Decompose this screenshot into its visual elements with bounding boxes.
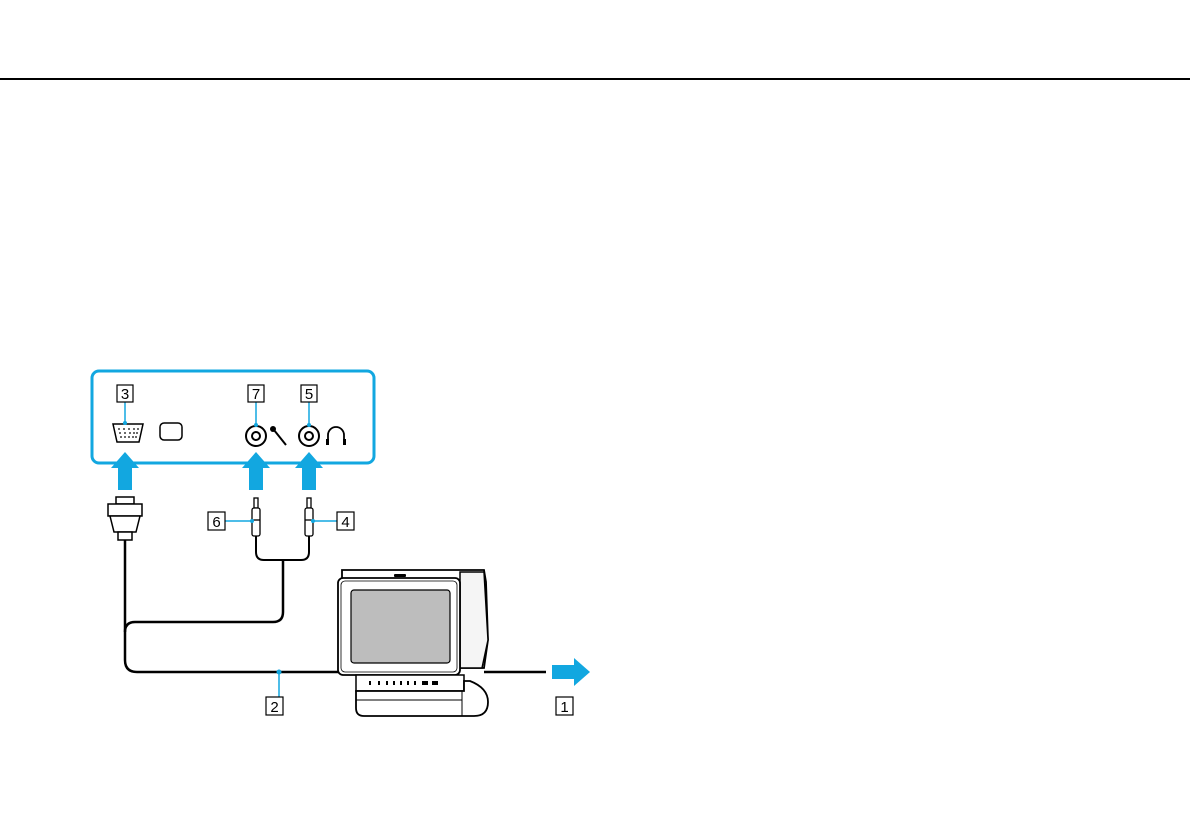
microphone-icon [270, 426, 286, 445]
callout-6: 6 [208, 512, 225, 531]
insert-arrow-headphone [295, 452, 323, 490]
vga-plug [108, 497, 142, 540]
port-panel [92, 371, 374, 463]
headphone-jack [299, 426, 319, 446]
monitor-port-icon [113, 424, 143, 442]
mic-plug [252, 498, 260, 536]
power-arrow [552, 658, 590, 686]
headphones-icon [326, 427, 346, 445]
external-monitor [338, 570, 488, 716]
svg-text:1: 1 [560, 699, 568, 716]
callout-5: 5 [301, 385, 317, 403]
callout-2: 2 [266, 697, 283, 716]
svg-text:3: 3 [121, 386, 129, 403]
svg-text:7: 7 [252, 386, 260, 403]
mic-jack [246, 426, 266, 446]
display-symbol-icon [160, 423, 182, 440]
headphone-plug [305, 498, 313, 536]
monitor-screen [351, 590, 450, 663]
svg-text:6: 6 [212, 514, 220, 531]
callout-7: 7 [248, 385, 264, 403]
callout-4: 4 [337, 512, 354, 531]
svg-text:2: 2 [270, 699, 278, 716]
insert-arrow-vga [111, 452, 139, 490]
svg-text:4: 4 [341, 514, 349, 531]
callout-1: 1 [556, 697, 573, 716]
svg-text:5: 5 [305, 386, 313, 403]
insert-arrow-mic [242, 452, 270, 490]
callout-3: 3 [117, 385, 133, 403]
